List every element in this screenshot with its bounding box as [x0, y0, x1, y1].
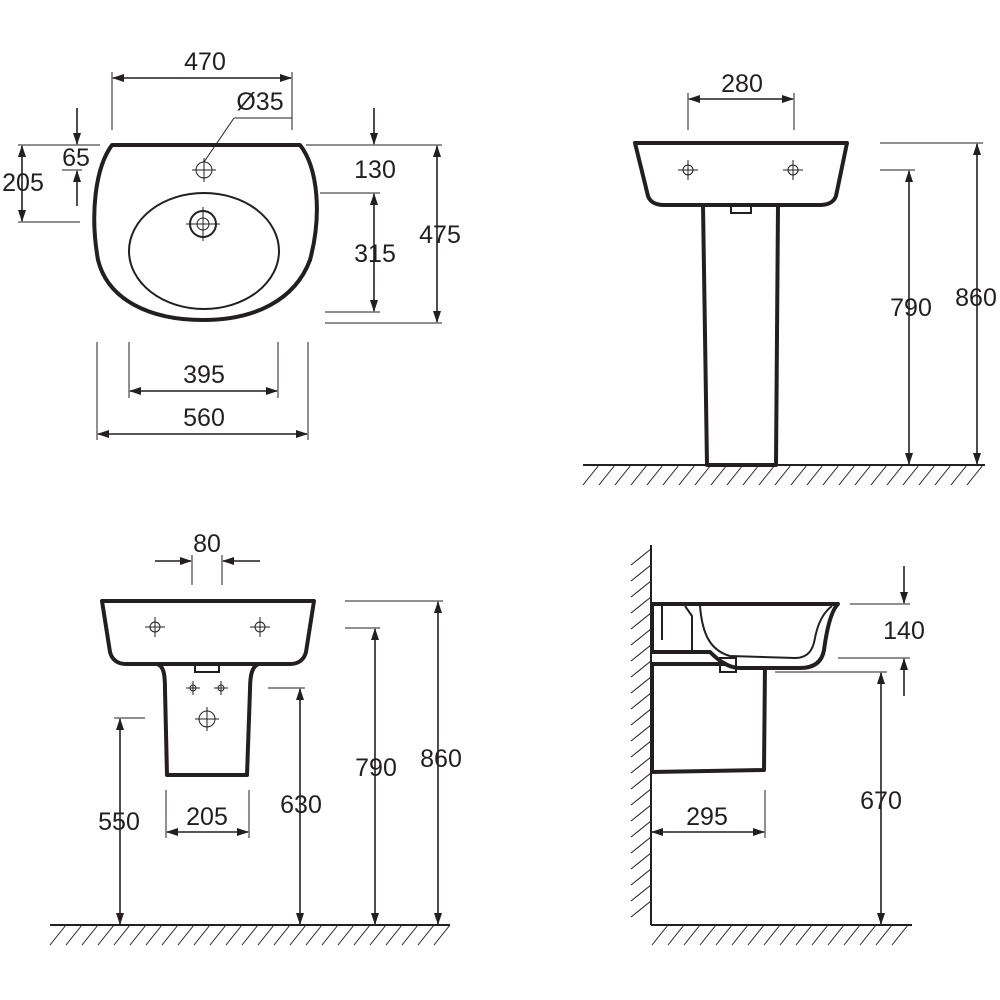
dim-tap-hole-diameter: Ø35	[236, 88, 283, 116]
basin-front-semi	[100, 599, 316, 666]
dim-semi-bowl-height: 790	[355, 754, 397, 782]
basin-outline-plan	[92, 143, 319, 322]
dim-bowl-depth: 315	[354, 240, 396, 268]
tap-hole-icon	[678, 160, 698, 180]
bowl-outline-plan	[128, 192, 280, 310]
waste-outlet-icon	[186, 207, 220, 241]
dim-rim-to-bowl-top: 130	[354, 156, 396, 184]
dim-side-pedestal-bottom-height: 670	[860, 787, 902, 815]
bowl-inner-profile	[699, 605, 833, 660]
dim-semi-pedestal-bottom-height: 630	[280, 791, 322, 819]
dim-overall-width: 560	[183, 404, 225, 432]
top-view: 470 Ø35 65 205 130 315 475 395 56	[2, 48, 461, 440]
dim-side-basin-depth: 140	[883, 617, 925, 645]
wall-hatch	[630, 548, 652, 918]
semi-pedestal-front-view: 80 550 205 630 790 860	[49, 530, 462, 946]
floor-hatch	[49, 924, 451, 946]
dim-side-pedestal-projection: 295	[686, 803, 728, 831]
basin-front-pedestal	[633, 141, 849, 207]
semi-pedestal-side-shroud	[650, 662, 767, 774]
dim-bowl-width: 395	[183, 361, 225, 389]
dim-back-to-bowl: 205	[2, 169, 44, 197]
semi-pedestal-side-view: 140 295 670	[630, 545, 925, 946]
dim-pedestal-tap-spacing: 280	[721, 70, 763, 98]
dim-width-top: 470	[184, 48, 226, 76]
dim-pedestal-bowl-height: 790	[890, 294, 932, 322]
floor-hatch	[582, 464, 984, 486]
dim-pedestal-rim-height: 860	[955, 284, 997, 312]
fixing-hole-icon	[214, 681, 228, 695]
waste-outlet-icon	[195, 707, 219, 731]
tap-hole-icon	[250, 617, 270, 637]
dim-semi-pedestal-width: 205	[186, 803, 228, 831]
pedestal-view: 280 790 860	[582, 70, 997, 486]
dim-semi-rim-height: 860	[420, 745, 462, 773]
pedestal-column	[701, 203, 780, 467]
fixing-hole-icon	[186, 681, 200, 695]
floor-hatch	[651, 924, 909, 946]
tap-hole-icon	[783, 160, 803, 180]
dim-semi-tap-spacing: 80	[193, 530, 221, 558]
tap-hole-icon	[145, 617, 165, 637]
dim-semi-waste-height: 550	[98, 808, 140, 836]
basin-side-profile	[650, 602, 840, 670]
dim-overall-depth: 475	[419, 221, 461, 249]
dim-back-to-tap: 65	[62, 144, 90, 172]
